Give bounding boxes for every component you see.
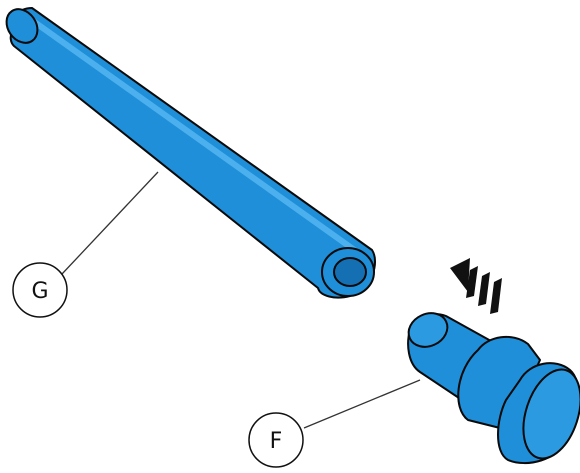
callout-label-g: G (31, 279, 48, 304)
arrow-stripe-2 (478, 272, 490, 306)
arrow-stripe-1 (466, 266, 478, 298)
tube-bore (333, 257, 367, 287)
insert-direction-arrow (450, 258, 502, 314)
plug-collar (457, 335, 541, 431)
callout-f: F (248, 412, 304, 468)
plug-shaft-face (407, 312, 449, 348)
plug-part-f (407, 312, 580, 465)
arrow-stripe-3 (490, 278, 502, 314)
tube-body (9, 7, 376, 299)
leader-line-f (303, 379, 421, 429)
callout-circle-g (12, 262, 68, 318)
leader-line-g (61, 171, 159, 275)
callout-circle-f (248, 412, 304, 468)
plug-flange-face (522, 368, 580, 460)
tube-far-end (5, 8, 39, 44)
tube-part-g (5, 7, 376, 299)
callout-label-f: F (270, 429, 283, 454)
callout-g: G (12, 262, 68, 318)
tube-highlight (23, 13, 363, 257)
arrow-head (450, 258, 470, 292)
